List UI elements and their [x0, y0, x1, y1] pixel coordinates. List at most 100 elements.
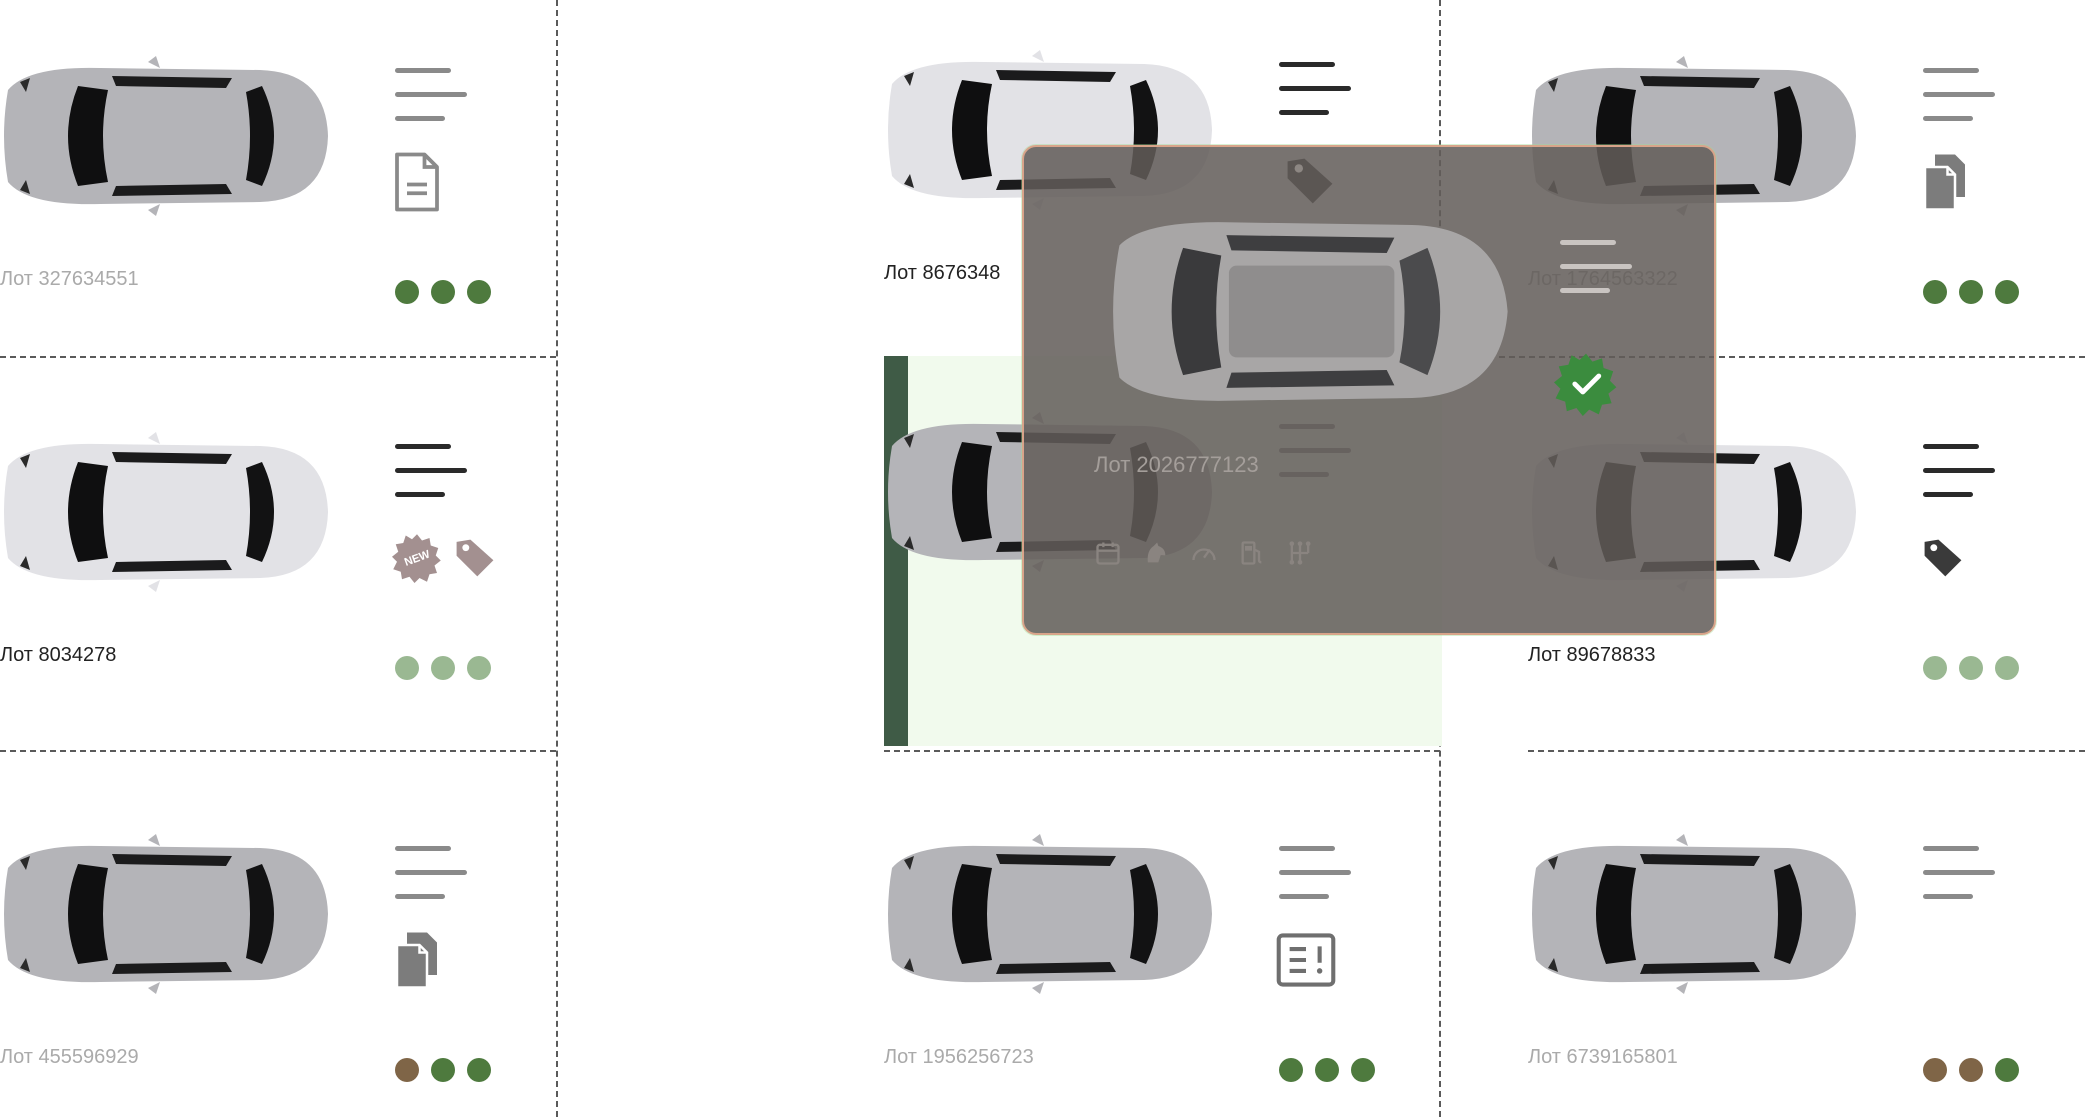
dragged-lot-label: Лот 2026777123 — [1094, 452, 1259, 477]
lot-summary-lines — [395, 444, 475, 504]
status-dot — [467, 656, 491, 680]
text-placeholder-line — [1923, 894, 1973, 899]
lot-summary-lines — [395, 846, 475, 906]
grid-divider-horizontal — [0, 356, 556, 358]
speedometer-icon — [1192, 548, 1216, 561]
status-dot — [431, 280, 455, 304]
lot-card[interactable]: Лот 455596929 — [0, 778, 500, 1082]
status-dot — [1959, 1058, 1983, 1082]
lot-status-dots — [395, 656, 491, 680]
lot-number-label: Лот 1956256723 — [884, 1046, 1034, 1068]
grid-divider-horizontal — [884, 750, 1440, 752]
lot-status-dots — [1923, 280, 2019, 304]
price-tag-icon — [452, 535, 498, 581]
text-placeholder-line — [1923, 468, 1995, 473]
status-dot — [1995, 656, 2019, 680]
text-placeholder-line — [395, 444, 451, 449]
lot-status-icons: NEW — [392, 526, 498, 590]
lot-status-dots — [395, 280, 491, 304]
document-icon — [392, 152, 442, 212]
text-placeholder-line — [1279, 894, 1329, 899]
lot-status-icons — [392, 150, 442, 214]
status-dot — [1959, 656, 1983, 680]
car-top-view-image — [0, 432, 330, 592]
text-placeholder-line — [1279, 870, 1351, 875]
lot-number-label: Лот 6739165801 — [1528, 1046, 1678, 1068]
calendar-icon — [1096, 542, 1120, 565]
price-tag-icon — [1287, 158, 1333, 204]
text-placeholder-line — [395, 894, 445, 899]
verified-check-icon — [1554, 353, 1617, 416]
report-icon — [1276, 932, 1336, 988]
dragged-lot-preview[interactable]: Лот 2026777123 — [1022, 145, 1716, 635]
lot-number-label: Лот 8034278 — [0, 644, 117, 666]
text-placeholder-line — [1923, 846, 1979, 851]
lot-card[interactable]: Лот 327634551 — [0, 0, 500, 304]
lot-card[interactable]: Лот 1956256723 — [884, 778, 1384, 1082]
car-top-view-image — [0, 56, 330, 216]
lot-card[interactable]: NEW Лот 8034278 — [0, 376, 500, 680]
text-placeholder-line — [1923, 492, 1973, 497]
text-placeholder-line — [1560, 288, 1610, 293]
lot-status-dots — [1279, 1058, 1375, 1082]
lot-number-label: Лот 8676348 — [884, 262, 1001, 284]
lot-status-icons — [1920, 150, 1970, 214]
status-dot — [467, 1058, 491, 1082]
car-top-view-image — [884, 834, 1214, 994]
drop-target-indicator — [884, 356, 908, 746]
lot-status-dots — [1923, 656, 2019, 680]
status-dot — [1351, 1058, 1375, 1082]
text-placeholder-line — [1279, 846, 1335, 851]
car-top-view-image — [0, 834, 330, 994]
text-placeholder-line — [1279, 110, 1329, 115]
status-dot — [1959, 280, 1983, 304]
lot-summary-lines — [1923, 846, 2003, 906]
text-placeholder-line — [395, 92, 467, 97]
lot-number-label: Лот 327634551 — [0, 268, 139, 290]
lot-status-icons — [1920, 526, 1966, 590]
status-dot — [467, 280, 491, 304]
status-dot — [1923, 1058, 1947, 1082]
price-tag-icon — [1920, 535, 1966, 581]
lot-number-label: Лот 455596929 — [0, 1046, 139, 1068]
text-placeholder-line — [395, 870, 467, 875]
lot-card[interactable]: Лот 6739165801 — [1528, 778, 2028, 1082]
status-dot — [1279, 1058, 1303, 1082]
grid-divider-vertical — [556, 0, 558, 1117]
status-dot — [395, 280, 419, 304]
text-placeholder-line — [1560, 264, 1632, 269]
status-dot — [1315, 1058, 1339, 1082]
status-dot — [431, 1058, 455, 1082]
grid-divider-horizontal — [1439, 356, 2085, 358]
car-top-view-image — [1528, 834, 1858, 994]
horsepower-icon — [1147, 542, 1166, 563]
text-placeholder-line — [1923, 116, 1973, 121]
text-placeholder-line — [1279, 62, 1335, 67]
text-placeholder-line — [395, 468, 467, 473]
text-placeholder-line — [1560, 240, 1616, 245]
status-dot — [1995, 1058, 2019, 1082]
lot-status-icons — [1276, 928, 1336, 992]
status-dot — [431, 656, 455, 680]
copy-document-icon — [1920, 152, 1970, 212]
text-placeholder-line — [1279, 86, 1351, 91]
text-placeholder-line — [395, 116, 445, 121]
text-placeholder-line — [1923, 444, 1979, 449]
text-placeholder-line — [1923, 92, 1995, 97]
new-badge-icon: NEW — [392, 533, 442, 583]
lot-number-label: Лот 89678833 — [1528, 644, 1656, 666]
lot-status-dots — [395, 1058, 491, 1082]
lot-summary-lines — [1923, 444, 2003, 504]
lot-summary-lines — [1279, 846, 1359, 906]
grid-divider-horizontal — [0, 750, 556, 752]
lot-status-dots — [1923, 1058, 2019, 1082]
car-top-view-image — [1113, 222, 1508, 401]
fuel-icon — [1241, 541, 1262, 565]
grid-divider-horizontal — [1528, 750, 2085, 752]
text-placeholder-line — [395, 492, 445, 497]
text-placeholder-line — [1923, 68, 1979, 73]
text-placeholder-line — [395, 846, 451, 851]
status-dot — [395, 1058, 419, 1082]
transmission-icon — [1289, 541, 1311, 565]
copy-document-icon — [392, 930, 442, 990]
